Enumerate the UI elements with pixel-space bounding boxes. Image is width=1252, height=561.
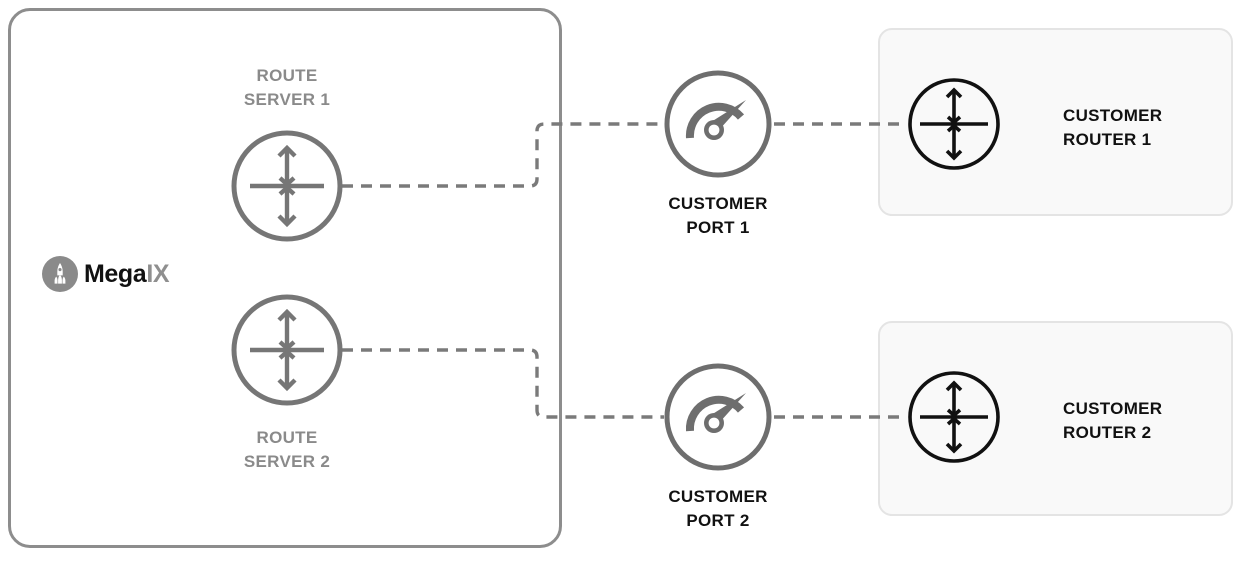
customer-port-1-icon [662,68,774,180]
megaix-wordmark: MegaIX [84,259,170,288]
customer-port-2-label: CUSTOMER PORT 2 [668,487,768,531]
customer-site-box-1 [878,28,1233,216]
route-server-1-label: ROUTE SERVER 1 [243,66,331,110]
logo-text-primary: Mega [84,259,147,288]
rocket-icon [42,256,78,292]
customer-router-1-icon [906,76,1002,172]
customer-port-1-label: CUSTOMER PORT 1 [668,194,768,238]
logo-text-secondary: IX [146,259,170,288]
route-server-2-icon [228,291,346,409]
customer-port-2-icon [662,361,774,473]
route-server-2-label: ROUTE SERVER 2 [243,428,331,472]
megaix-logo: MegaIX [42,256,170,292]
customer-router-2-label: CUSTOMER ROUTER 2 [1063,399,1163,443]
customer-router-2-icon [906,369,1002,465]
megaix-boundary [8,8,562,548]
route-server-1-icon [228,127,346,245]
customer-router-1-label: CUSTOMER ROUTER 1 [1063,106,1163,150]
